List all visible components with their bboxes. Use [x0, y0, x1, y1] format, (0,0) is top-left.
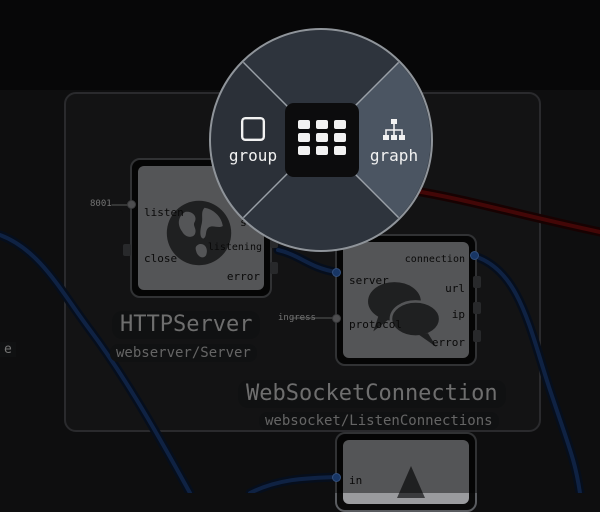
globe-icon [166, 200, 232, 266]
grid-icon [298, 120, 346, 155]
input-close-label: close [144, 252, 178, 265]
radial-center-button[interactable] [285, 103, 359, 177]
input-server-label: server [349, 274, 389, 287]
hierarchy-icon [383, 119, 405, 140]
radial-item-group[interactable]: group [218, 116, 288, 165]
input-port-close[interactable] [123, 244, 131, 256]
output-error-label: error [431, 336, 465, 349]
output-listening-label: listening [207, 242, 262, 253]
input-in-label: in [349, 474, 363, 487]
chat-bubbles-icon [368, 282, 442, 348]
output-port-ip[interactable] [473, 302, 481, 314]
output-port-connection[interactable] [470, 251, 479, 260]
output-connection-label: connection [404, 254, 465, 265]
square-outline-icon [240, 116, 266, 142]
websocketconnection-node[interactable]: server protocol connection url ip error [335, 234, 477, 366]
websocketconnection-title: WebSocketConnection [238, 380, 506, 408]
arrow-up-icon [397, 466, 425, 498]
httpserver-node[interactable]: listen close r ser listening error [130, 158, 272, 298]
radial-item-group-label: group [228, 146, 278, 165]
input-listen-label: listen [144, 206, 184, 219]
radial-item-graph-label: graph [369, 146, 419, 165]
output-error-label: error [226, 270, 260, 283]
httpserver-subtitle: webserver/Server [110, 344, 257, 362]
output-url-label: url [445, 282, 465, 295]
httpserver-title: HTTPServer [112, 311, 261, 339]
input-protocol-label: protocol [349, 318, 402, 331]
protocol-value-label: ingress [278, 313, 316, 323]
segment-graph-highlight [321, 62, 431, 218]
listen-value-label: 8001 [90, 199, 112, 209]
output-ip-label: ip [451, 308, 465, 321]
input-port-listen[interactable] [127, 200, 136, 209]
graph-edges [0, 185, 600, 493]
input-port-protocol[interactable] [332, 314, 341, 323]
output-port-error[interactable] [270, 262, 278, 274]
output-port-url[interactable] [473, 276, 481, 288]
output-port-error[interactable] [473, 330, 481, 342]
websocketconnection-subtitle: websocket/ListenConnections [259, 412, 499, 430]
input-port-in[interactable] [332, 473, 341, 482]
input-port-server[interactable] [332, 268, 341, 277]
left-edge-label: e [0, 342, 16, 357]
radial-item-graph[interactable]: graph [358, 118, 430, 165]
